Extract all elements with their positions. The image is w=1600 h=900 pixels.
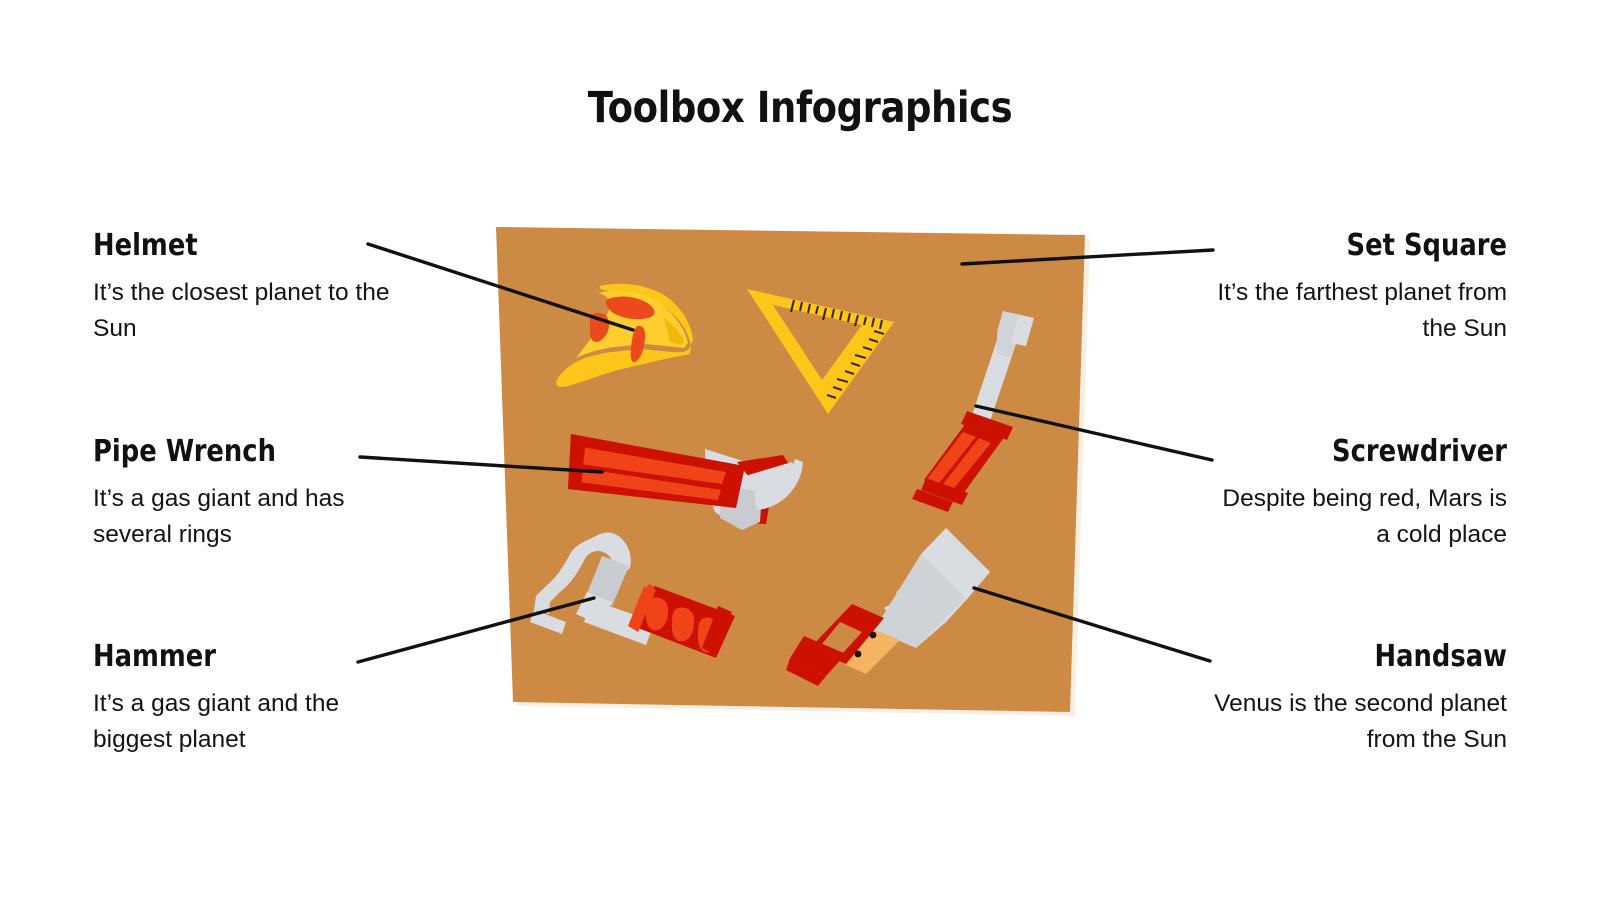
leader-line-hammer — [356, 596, 596, 664]
leader-line-handsaw — [972, 586, 1212, 663]
callout-handsaw: Handsaw Venus is the second planet from … — [1207, 642, 1507, 758]
leader-line-set-square — [960, 248, 1215, 266]
callout-desc-handsaw: Venus is the second planet from the Sun — [1214, 690, 1507, 753]
callout-set-square: Set Square It’s the farthest planet from… — [1207, 231, 1507, 347]
callout-title-pipe-wrench: Pipe Wrench — [93, 434, 276, 469]
hard-hat-icon — [556, 283, 693, 387]
callout-desc-screwdriver: Despite being red, Mars is a cold place — [1222, 485, 1507, 548]
callout-desc-hammer: It’s a gas giant and the biggest planet — [93, 690, 340, 753]
callout-desc-helmet: It’s the closest planet to the Sun — [93, 279, 390, 342]
callout-desc-set-square: It’s the farthest planet from the Sun — [1217, 279, 1507, 342]
set-square-icon — [747, 289, 894, 414]
callout-title-screwdriver: Screwdriver — [1331, 434, 1507, 469]
callout-pipe-wrench: Pipe Wrench It’s a gas giant and has sev… — [93, 437, 393, 553]
callout-helmet: Helmet It’s the closest planet to the Su… — [93, 231, 393, 347]
callout-hammer: Hammer It’s a gas giant and the biggest … — [93, 642, 393, 758]
handsaw-icon — [786, 528, 990, 686]
hammer-icon — [530, 532, 735, 658]
callout-title-hammer: Hammer — [93, 639, 216, 674]
leader-line-pipe-wrench — [358, 455, 604, 474]
callout-title-handsaw: Handsaw — [1374, 639, 1507, 674]
page-title: Toolbox Infographics — [587, 83, 1013, 133]
leader-line-screwdriver — [974, 404, 1214, 462]
leader-line-helmet — [366, 242, 635, 332]
callout-title-helmet: Helmet — [93, 228, 198, 263]
callout-desc-pipe-wrench: It’s a gas giant and has several rings — [93, 485, 345, 548]
pipe-wrench-icon — [568, 434, 803, 530]
screwdriver-icon — [912, 311, 1034, 512]
callout-title-set-square: Set Square — [1346, 228, 1507, 263]
callout-screwdriver: Screwdriver Despite being red, Mars is a… — [1207, 437, 1507, 553]
